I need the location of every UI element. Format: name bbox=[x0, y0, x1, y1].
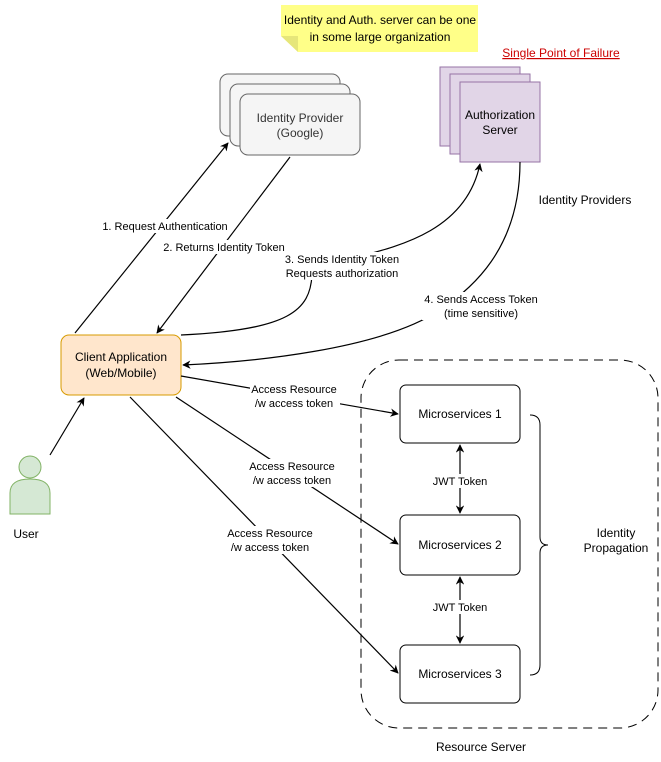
user-actor: User bbox=[9, 455, 51, 541]
resource-server-label: Resource Server bbox=[436, 740, 526, 754]
note-fold bbox=[281, 36, 298, 52]
microservice-1-box bbox=[399, 384, 521, 444]
microservice-1: Microservices 1 bbox=[399, 384, 521, 444]
returns-token-label: 2. Returns Identity Token bbox=[163, 242, 284, 254]
user-body bbox=[9, 478, 51, 515]
sends-identity-label-1: 3. Sends Identity Token bbox=[285, 254, 399, 266]
sends-access-label-bg bbox=[422, 292, 540, 320]
microservice-3: Microservices 3 bbox=[399, 644, 521, 704]
microservice-3-label: Microservices 3 bbox=[418, 667, 502, 681]
note-line-2: in some large organization bbox=[310, 30, 451, 44]
access-resource-1-label-bg bbox=[250, 382, 340, 410]
access-resource-3-label-bg bbox=[224, 526, 316, 554]
client-application: Client Application (Web/Mobile) bbox=[60, 334, 182, 396]
client-line-2: (Web/Mobile) bbox=[85, 366, 156, 380]
resource-server-boundary bbox=[360, 359, 659, 729]
user-to-client-edge bbox=[49, 397, 85, 456]
access-resource-1-label-1: Access Resource bbox=[251, 384, 337, 396]
sends-access-label-2: (time sensitive) bbox=[444, 308, 518, 320]
microservice-1-label: Microservices 1 bbox=[418, 407, 502, 421]
auth-line-1: Authorization bbox=[465, 108, 535, 122]
microservice-2-label: Microservices 2 bbox=[418, 538, 502, 552]
auth-box bbox=[459, 81, 541, 163]
user-label: User bbox=[13, 527, 38, 541]
identity-propagation-brace bbox=[529, 414, 549, 676]
sends-identity-label-2: Requests authorization bbox=[286, 268, 399, 280]
idp-line-2: (Google) bbox=[277, 126, 324, 140]
access-resource-3-label-2: /w access token bbox=[231, 542, 309, 554]
microservice-2-box bbox=[399, 514, 521, 576]
identity-propagation-line-1: Identity bbox=[597, 526, 636, 540]
jwt-label-1: JWT Token bbox=[433, 476, 488, 488]
spof-label: Single Point of Failure bbox=[502, 46, 620, 60]
user-head bbox=[18, 455, 42, 479]
jwt-label-1-bg bbox=[429, 474, 491, 488]
note-line-1: Identity and Auth. server can be one bbox=[284, 13, 476, 27]
access-resource-1-label-2: /w access token bbox=[255, 398, 333, 410]
idp-line-1: Identity Provider bbox=[257, 111, 344, 125]
jwt-label-2-bg bbox=[429, 600, 491, 614]
sends-access-label-1: 4. Sends Access Token bbox=[424, 294, 538, 306]
note-shape bbox=[281, 5, 478, 52]
request-auth-label: 1. Request Authentication bbox=[102, 221, 227, 233]
auth-line-2: Server bbox=[482, 123, 517, 137]
jwt-label-2: JWT Token bbox=[433, 602, 488, 614]
note: Identity and Auth. server can be one in … bbox=[281, 5, 478, 52]
request-auth-edge bbox=[74, 142, 229, 334]
client-box bbox=[60, 334, 182, 396]
idp-box bbox=[239, 93, 361, 156]
returns-token-label-bg bbox=[161, 240, 287, 254]
microservice-2: Microservices 2 bbox=[399, 514, 521, 576]
identity-provider: Identity Provider (Google) bbox=[219, 73, 361, 156]
identity-providers-label: Identity Providers bbox=[539, 193, 632, 207]
access-resource-2-label-1: Access Resource bbox=[249, 461, 335, 473]
request-auth-label-bg bbox=[101, 219, 231, 233]
identity-propagation-line-2: Propagation bbox=[584, 541, 649, 555]
access-resource-2-label-bg bbox=[246, 459, 338, 487]
sends-identity-label-bg bbox=[282, 252, 404, 280]
access-resource-3-label-1: Access Resource bbox=[227, 528, 313, 540]
access-resource-2-label-2: /w access token bbox=[253, 475, 331, 487]
client-line-1: Client Application bbox=[75, 350, 167, 364]
authorization-server: Authorization Server bbox=[439, 66, 541, 163]
microservice-3-box bbox=[399, 644, 521, 704]
